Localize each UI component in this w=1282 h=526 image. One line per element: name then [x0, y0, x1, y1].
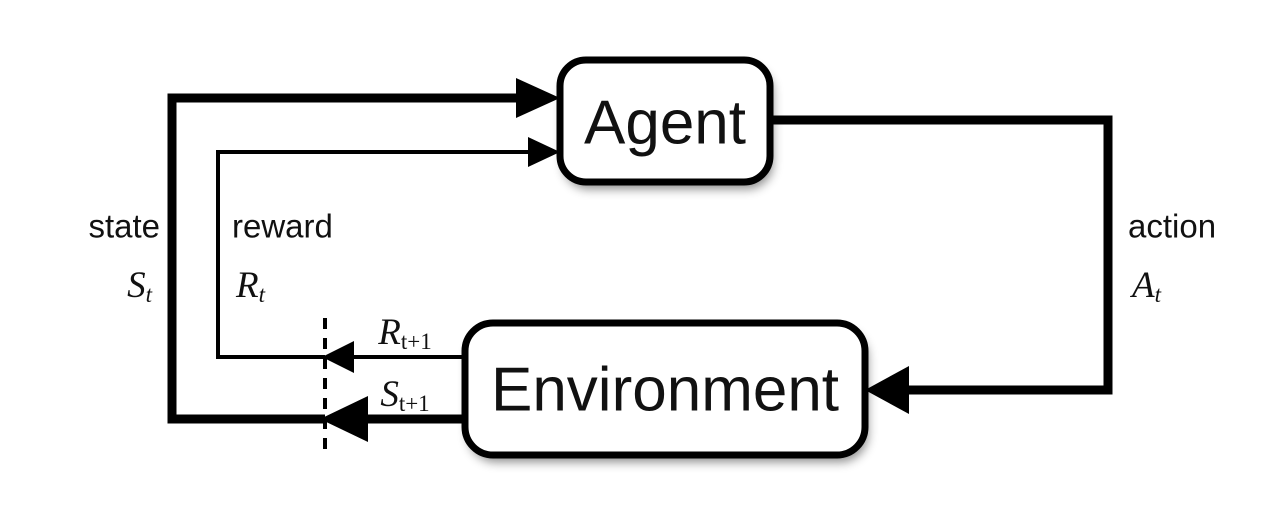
- reward-symbol-subscript: t: [259, 282, 266, 307]
- agent-box-outline: [556, 56, 774, 186]
- agent-label: Agent: [584, 89, 746, 158]
- reward-arrowhead-into-agent: [528, 137, 560, 167]
- next-state-flow-path: [320, 396, 465, 442]
- action-label-symbol: At: [1129, 265, 1162, 307]
- environment-label: Environment: [491, 356, 839, 425]
- action-arrowhead-into-environment: [865, 366, 909, 414]
- action-symbol-base: A: [1129, 265, 1155, 306]
- next-reward-arrowhead: [322, 341, 354, 373]
- environment-box-outline: [461, 319, 869, 459]
- reward-symbol-base: R: [235, 265, 259, 306]
- action-symbol-subscript: t: [1155, 282, 1162, 307]
- action-label-word: action: [1128, 208, 1216, 245]
- environment-box-fill: [465, 323, 865, 455]
- next-reward-symbol-base: R: [377, 312, 401, 353]
- state-arrowhead-into-agent: [516, 78, 560, 118]
- agent-node[interactable]: Agent: [556, 56, 774, 186]
- next-reward-label-symbol: Rt+1: [377, 312, 431, 354]
- action-flow-path: [770, 115, 1113, 414]
- state-label-symbol: St: [127, 265, 153, 307]
- next-state-label-symbol: St+1: [380, 374, 429, 416]
- action-polyline: [770, 115, 1113, 395]
- next-state-arrowhead: [320, 396, 368, 442]
- state-symbol-base: S: [127, 265, 146, 306]
- next-reward-flow-path: [322, 341, 465, 373]
- reward-flow-path: [216, 137, 560, 359]
- next-state-symbol-subscript: t+1: [399, 391, 430, 416]
- environment-node[interactable]: Environment: [461, 319, 869, 459]
- reward-polyline: [216, 150, 530, 359]
- state-polyline: [167, 93, 520, 424]
- next-state-symbol-base: S: [380, 374, 399, 415]
- state-label-word: state: [88, 208, 160, 245]
- agent-box-fill: [560, 60, 770, 182]
- reward-label-word: reward: [232, 208, 333, 245]
- next-reward-symbol-subscript: t+1: [401, 329, 432, 354]
- state-symbol-subscript: t: [146, 282, 153, 307]
- state-flow-path: [167, 78, 560, 424]
- reward-label-symbol: Rt: [235, 265, 266, 307]
